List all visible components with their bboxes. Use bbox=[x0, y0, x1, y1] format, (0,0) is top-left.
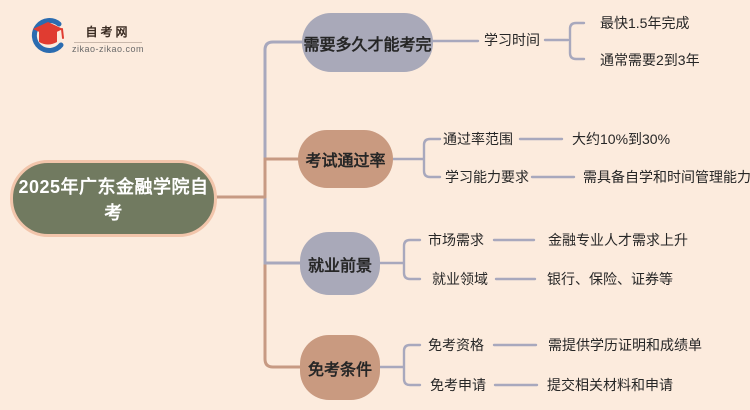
leaf-pass-range-value: 大约10%到30% bbox=[572, 131, 671, 147]
leaf-qualification-docs: 需提供学历证明和成绩单 bbox=[548, 337, 702, 353]
trunk-branch2-line bbox=[263, 157, 300, 199]
branch3-child-bracket bbox=[378, 238, 422, 281]
branch-node-duration: 需要多久才能考完 bbox=[302, 13, 433, 72]
branch-node-pass-rate: 考试通过率 bbox=[298, 130, 393, 188]
site-logo: 自考网 zikao-zikao.com bbox=[28, 18, 144, 59]
root-node: 2025年广东金融学院自考 bbox=[10, 160, 217, 237]
logo-divider bbox=[74, 42, 143, 43]
leaf-usual-duration: 通常需要2到3年 bbox=[600, 52, 700, 68]
branch4-child-bracket bbox=[378, 343, 422, 387]
leaf-fastest: 最快1.5年完成 bbox=[600, 15, 690, 31]
site-url: zikao-zikao.com bbox=[72, 44, 145, 54]
sub-node-pass-range: 通过率范围 bbox=[443, 131, 513, 147]
graduation-cap-icon bbox=[28, 18, 66, 59]
branch2-child-bracket bbox=[391, 137, 442, 179]
trunk-branch3-line bbox=[263, 195, 302, 265]
sub-node-market-demand: 市场需求 bbox=[428, 232, 484, 248]
leaf-application-materials: 提交相关材料和申请 bbox=[547, 377, 673, 393]
sub-node-exemption-qualification: 免考资格 bbox=[428, 337, 484, 353]
sub-node-exemption-application: 免考申请 bbox=[430, 377, 486, 393]
branch1-leaf-bracket bbox=[543, 21, 586, 61]
branch-node-career: 就业前景 bbox=[300, 232, 380, 295]
leaf-demand-rising: 金融专业人才需求上升 bbox=[548, 232, 688, 248]
sub-node-ability: 学习能力要求 bbox=[445, 169, 529, 185]
sub-node-study-time: 学习时间 bbox=[484, 32, 540, 48]
trunk-branch1-line bbox=[263, 40, 304, 199]
logo-text-block: 自考网 zikao-zikao.com bbox=[72, 23, 144, 54]
trunk-branch4-line bbox=[263, 195, 302, 369]
leaf-ability-requirement: 需具备自学和时间管理能力 bbox=[583, 169, 750, 185]
leaf-industries: 银行、保险、证券等 bbox=[547, 271, 673, 287]
sub-node-employment-field: 就业领域 bbox=[432, 271, 488, 287]
branch-node-exemption: 免考条件 bbox=[300, 335, 380, 400]
site-name: 自考网 bbox=[85, 25, 131, 39]
